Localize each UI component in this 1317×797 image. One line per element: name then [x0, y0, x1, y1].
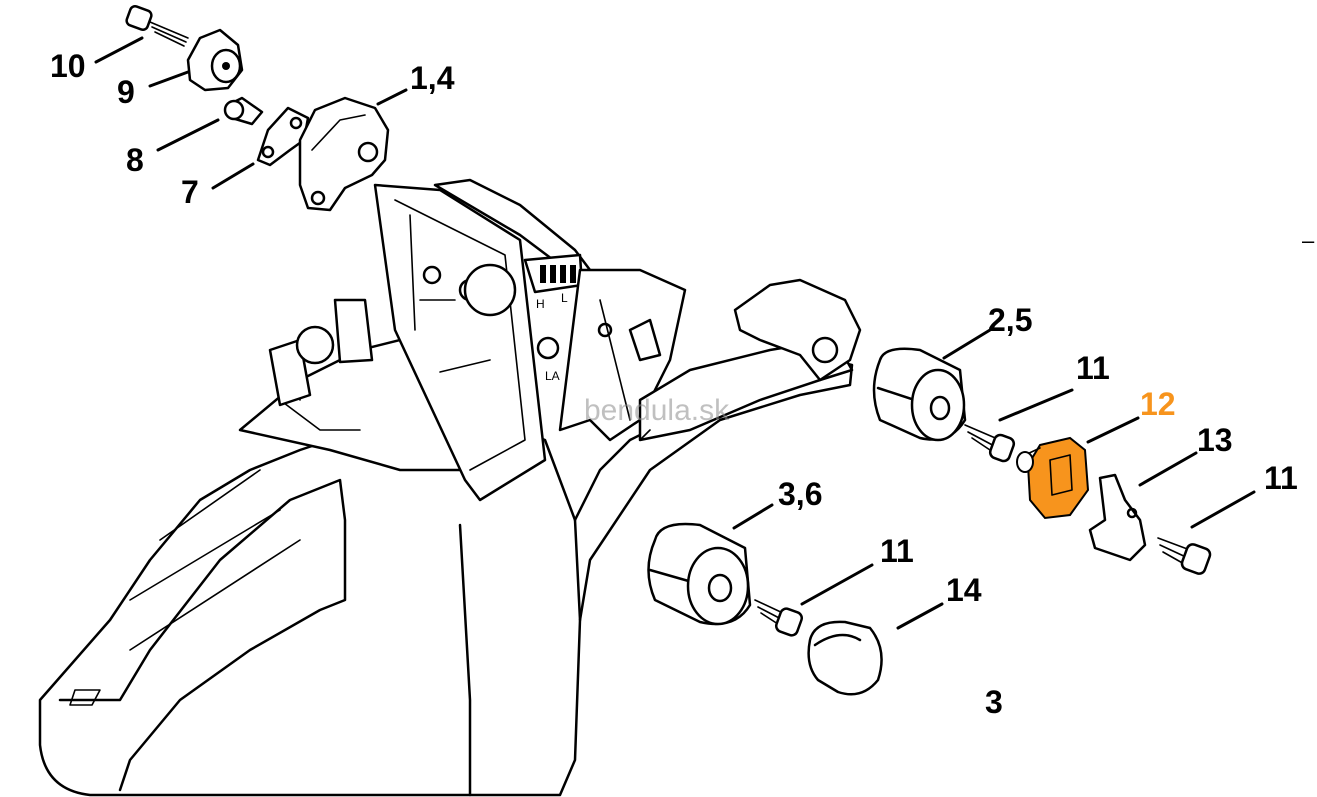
label-part-3: 3: [985, 684, 1003, 720]
label-part-7: 7: [181, 174, 199, 210]
label-part-9: 9: [117, 74, 135, 110]
screw-11-c: [754, 599, 804, 637]
cover-1-4: [298, 96, 390, 212]
label-part-12: 12: [1140, 386, 1176, 422]
housing-marking-l: L: [561, 291, 568, 305]
label-part-14: 14: [946, 572, 982, 608]
bolt-8: [223, 96, 264, 126]
bushing-9: [186, 28, 244, 92]
label-part-1-4: 1,4: [410, 60, 455, 96]
leader-lines: [94, 36, 1256, 630]
housing-marking-la: LA: [545, 369, 560, 383]
main-housing: [38, 178, 862, 797]
av-buffer-2-5: [872, 347, 967, 442]
plug-14: [807, 620, 883, 696]
label-part-3-6: 3,6: [778, 476, 823, 512]
label-part-11-a: 11: [1076, 350, 1110, 386]
tick-mark: –: [1302, 228, 1315, 253]
housing-marking-h: H: [536, 297, 545, 311]
label-part-2-5: 2,5: [988, 302, 1033, 338]
av-buffer-3-6: [647, 522, 752, 626]
label-part-8: 8: [126, 142, 144, 178]
label-part-10: 10: [50, 48, 86, 84]
screw-11-a: [964, 424, 1016, 463]
lever-13: [1088, 473, 1147, 562]
label-part-13: 13: [1197, 422, 1233, 458]
screw-11-b: [1157, 537, 1212, 575]
label-part-11-b: 11: [1264, 460, 1298, 496]
screw-10: [125, 4, 189, 47]
label-part-11-c: 11: [880, 533, 914, 569]
watermark-text: bendula.sk: [584, 394, 730, 427]
bracket-12-highlighted: [1016, 436, 1090, 520]
